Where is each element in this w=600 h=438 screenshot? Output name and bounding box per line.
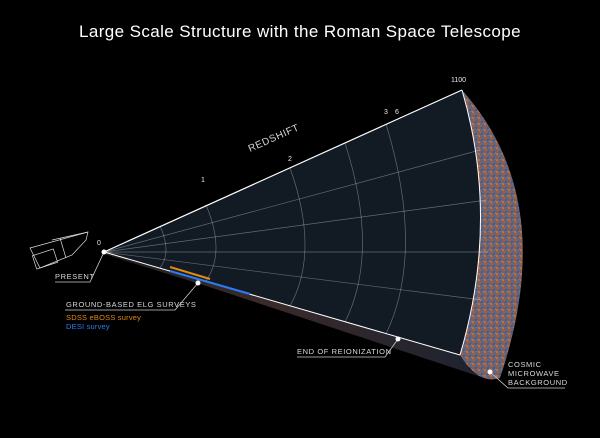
tick-1: 1 [201, 177, 205, 184]
cmb-label-2: MICROWAVE [508, 369, 560, 378]
page-title: Large Scale Structure with the Roman Spa… [79, 22, 521, 41]
tick-3: 3 [384, 109, 388, 116]
redshift-ticks: 0 1 2 3 6 1100 [97, 77, 466, 247]
ground-surveys-label: GROUND-BASED ELG SURVEYS [66, 300, 197, 309]
sdss-survey-bar [169, 265, 211, 281]
cone-grid [103, 123, 488, 335]
redshift-axis-label: REDSHIFT [247, 122, 302, 154]
tick-2: 2 [288, 156, 292, 163]
tick-0: 0 [97, 240, 101, 247]
cmb-label-3: BACKGROUND [508, 378, 568, 387]
cmb-label-1: COSMIC [508, 360, 542, 369]
roman-telescope-icon [29, 231, 89, 270]
cone-underside [104, 252, 500, 380]
cone-front-face [104, 90, 481, 355]
desi-legend: DESI survey [66, 322, 110, 331]
present-label: PRESENT [55, 272, 95, 281]
desi-survey-bar [169, 269, 251, 296]
tick-1100: 1100 [451, 77, 466, 84]
tick-6: 6 [395, 109, 399, 116]
reionization-label: END OF REIONIZATION [297, 347, 392, 356]
cmb-shell [460, 90, 523, 380]
sdss-legend: SDSS eBOSS survey [66, 313, 141, 322]
